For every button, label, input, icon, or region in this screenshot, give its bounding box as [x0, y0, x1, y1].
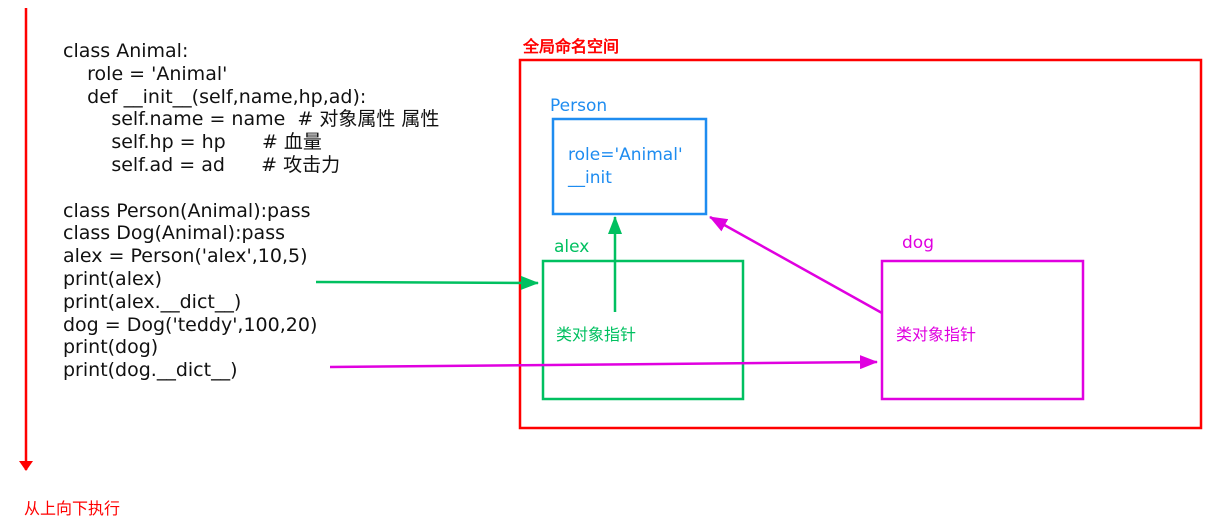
code-line: class Animal: [63, 40, 189, 62]
alex-class-pointer-label: 类对象指针 [556, 325, 637, 344]
person-init-method: __init [568, 168, 612, 188]
code-line: print(dog) [63, 336, 159, 359]
dog-class-pointer-label: 类对象指针 [896, 325, 977, 344]
code-line: self.hp = hp # 血量 [63, 131, 322, 154]
code-line: role = 'Animal' [63, 62, 228, 85]
code-line: self.ad = ad # 攻击力 [63, 153, 341, 176]
code-line: print(alex) [63, 267, 162, 290]
code-line: class Dog(Animal):pass [63, 222, 285, 245]
dog-class-pointer-arrow [709, 215, 883, 315]
person-class-box [551, 117, 708, 216]
code-line: print(dog.__dict__) [63, 359, 238, 382]
person-title: Person [550, 96, 608, 116]
global-namespace-box [518, 58, 1203, 430]
code-line [63, 177, 439, 200]
code-line: class Person(Animal):pass [63, 199, 311, 222]
code-line: print(alex.__dict__) [63, 290, 242, 313]
dog-title: dog [902, 233, 934, 253]
alex-assignment-arrow [315, 275, 539, 290]
code-line: dog = Dog('teddy',100,20) [63, 313, 318, 336]
alex-instance-box [541, 259, 745, 401]
person-role-attribute: role='Animal' [568, 145, 683, 165]
dog-assignment-arrow [329, 355, 878, 370]
dog-instance-box [880, 259, 1085, 401]
execution-flow-label: 从上向下执行 [24, 499, 121, 518]
alex-title: alex [554, 237, 590, 257]
global-namespace-label: 全局命名空间 [523, 37, 620, 56]
code-line: alex = Person('alex',10,5) [63, 245, 308, 268]
code-line: def __init__(self,name,hp,ad): [63, 85, 367, 108]
code-line: self.name = name # 对象属性 属性 [63, 108, 440, 131]
code-listing: class Animal: role = 'Animal' def __init… [63, 40, 439, 382]
